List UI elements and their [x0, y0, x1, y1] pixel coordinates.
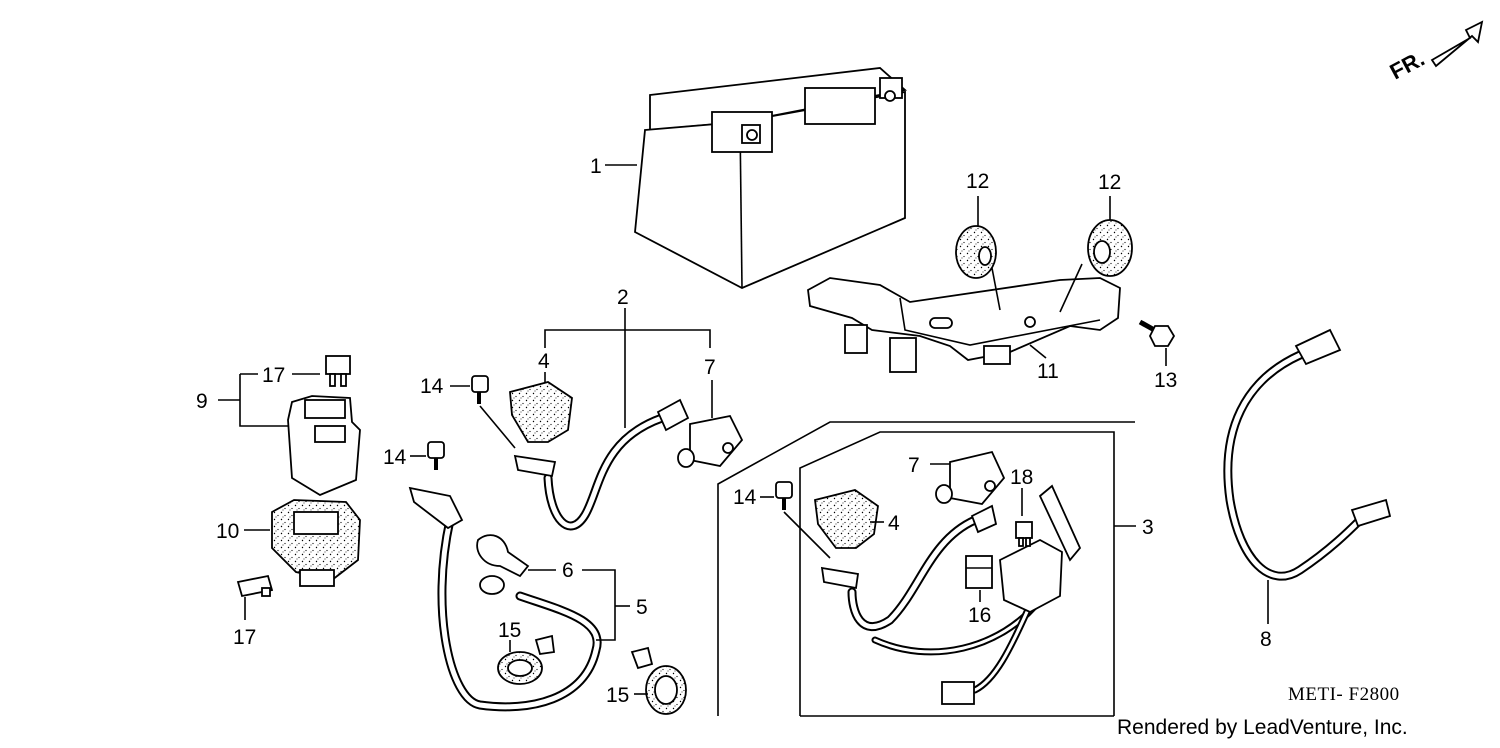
battery-part: [634, 67, 907, 289]
callout-6: 6: [562, 559, 574, 582]
bolt-part: [1138, 319, 1176, 347]
cable-band-part: [630, 646, 687, 715]
callout-14c: 14: [733, 486, 757, 509]
grommet-part: [955, 225, 997, 279]
callout-14a: 14: [420, 375, 444, 398]
diagram-code: METI- F2800: [1288, 684, 1400, 705]
connector-part: [965, 555, 993, 589]
starter-relay-part: [287, 395, 361, 497]
callout-2: 2: [617, 286, 629, 309]
credit-text: Rendered by LeadVenture, Inc.: [1117, 716, 1408, 739]
terminal-boot-part: [476, 534, 530, 578]
bracket-line: [239, 374, 288, 427]
terminal-cover-part: [814, 489, 879, 549]
callout-3: 3: [1142, 516, 1154, 539]
leader-line: [1029, 344, 1047, 359]
callout-15a: 15: [498, 619, 521, 642]
callout-10: 10: [216, 520, 239, 543]
callout-11: 11: [1037, 360, 1059, 383]
callout-15b: 15: [606, 684, 629, 707]
callout-4a: 4: [538, 350, 550, 373]
callout-9: 9: [196, 390, 208, 413]
wire-harness-part: [820, 484, 1082, 705]
callout-1: 1: [590, 155, 602, 178]
positive-cable-part: [513, 398, 690, 531]
cable-band-part: [497, 634, 556, 685]
callout-16: 16: [968, 604, 991, 627]
callout-12a: 12: [966, 170, 989, 193]
relay-holder-part: [271, 499, 361, 587]
battery-bracket-part: [807, 263, 1121, 373]
callout-5: 5: [636, 596, 648, 619]
grommet-part: [1087, 219, 1133, 277]
fuse-part: [325, 355, 351, 387]
callout-4b: 4: [888, 512, 900, 535]
ground-cable-part: [1223, 328, 1392, 581]
callout-8: 8: [1260, 628, 1272, 651]
callout-14b: 14: [383, 446, 407, 469]
terminal-cover-part: [509, 381, 573, 443]
fuse-part: [1015, 521, 1033, 547]
leader-line: [783, 511, 831, 559]
callout-17a: 17: [262, 364, 285, 387]
callout-18: 18: [1010, 466, 1033, 489]
bolt-part: [775, 481, 793, 510]
front-direction-arrow-icon: FR.: [1386, 20, 1484, 85]
callout-7a: 7: [704, 356, 716, 379]
frame-line: [717, 421, 1135, 716]
bolt-part: [427, 441, 445, 470]
callout-12b: 12: [1098, 171, 1121, 194]
terminal-cap-part: [935, 450, 1006, 505]
callout-17b: 17: [233, 626, 256, 649]
callout-13: 13: [1154, 369, 1177, 392]
terminal-cap-part: [677, 414, 744, 468]
bracket-line: [544, 329, 711, 348]
orientation-label: FR.: [1386, 46, 1429, 85]
negative-cable-part: [408, 486, 602, 712]
bolt-part: [471, 375, 489, 404]
fuse-part: [236, 574, 274, 598]
bracket-line: [582, 569, 616, 641]
callout-7b: 7: [908, 454, 920, 477]
leader-line: [479, 405, 516, 449]
